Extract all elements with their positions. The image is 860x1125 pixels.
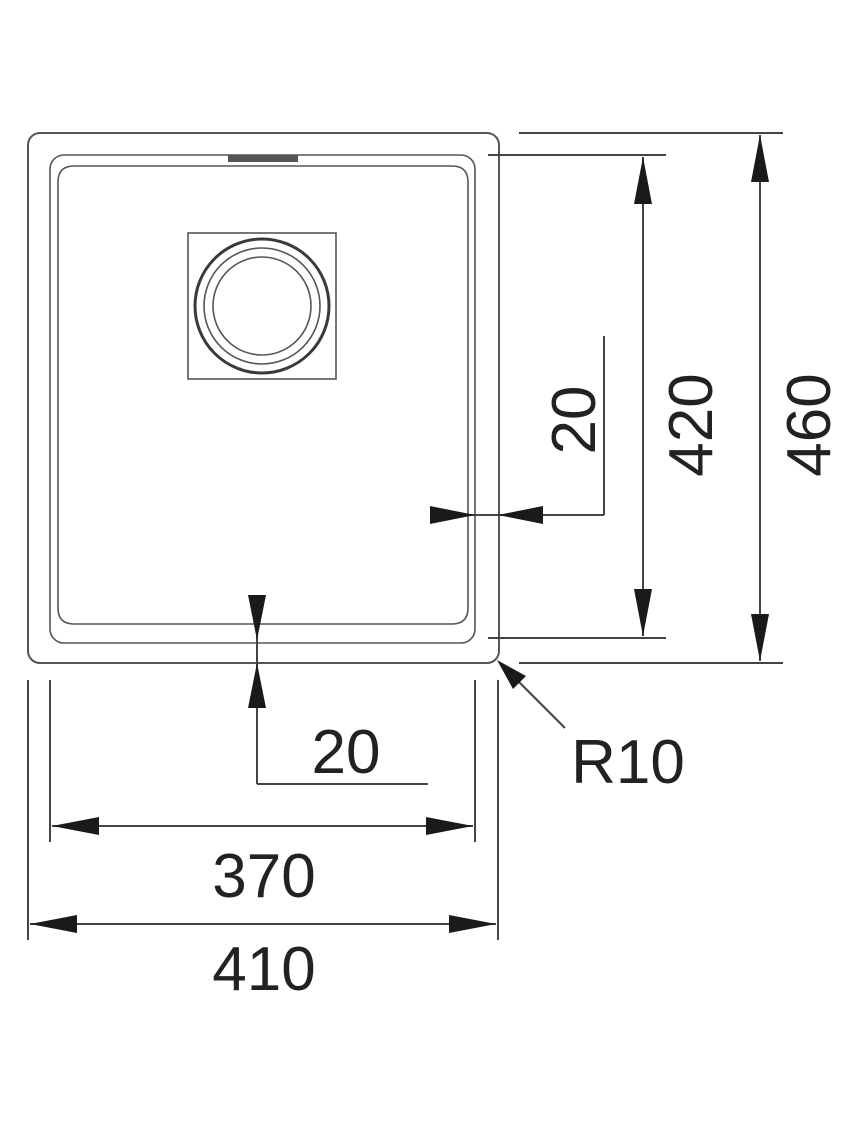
overflow-slot [228,155,298,162]
dimension-bottom-offset: 20 [248,595,428,787]
sink-outline [27,132,500,664]
sink-inner-rim [49,154,476,644]
arrow-outer-width-left [30,915,77,933]
sink-outer-rim [27,132,500,664]
label-side-offset: 20 [540,386,609,455]
dimension-outer-height: 460 [751,135,844,661]
arrow-inner-width-left [52,817,99,835]
extension-lines [27,132,783,940]
label-inner-height: 420 [657,373,726,476]
arrow-bottom-offset-bottom [248,663,266,708]
dimension-inner-height: 420 [634,157,726,636]
arrow-bottom-offset-top [248,595,266,640]
leader-corner-radius [511,674,566,729]
label-outer-width: 410 [212,935,315,1004]
drain-inner-ring [212,256,312,356]
drain [187,232,337,380]
drain-plate [187,232,337,380]
dimension-corner-radius: R10 [497,660,685,797]
label-bottom-offset: 20 [312,718,381,787]
sink-bowl-top-edge [57,165,469,183]
arrow-outer-height-top [751,135,769,182]
arrow-outer-width-right [449,915,496,933]
label-corner-radius: R10 [571,728,685,797]
drain-middle-ring [203,247,321,365]
dimension-inner-width: 370 [52,817,473,911]
arrow-inner-height-top [634,157,652,204]
arrow-outer-height-bottom [751,614,769,661]
dimension-outer-width: 410 [30,915,496,1004]
arrow-inner-height-bottom [634,589,652,636]
arrow-corner-radius [497,660,526,689]
drain-outer-ring [193,237,331,375]
sink-bowl-bottom-edge [57,607,469,625]
label-outer-height: 460 [775,373,844,476]
arrow-inner-width-right [426,817,473,835]
dimension-side-offset: 20 [430,336,609,524]
arrow-side-offset-right [498,506,543,524]
arrow-side-offset-left [430,506,475,524]
label-inner-width: 370 [212,842,315,911]
